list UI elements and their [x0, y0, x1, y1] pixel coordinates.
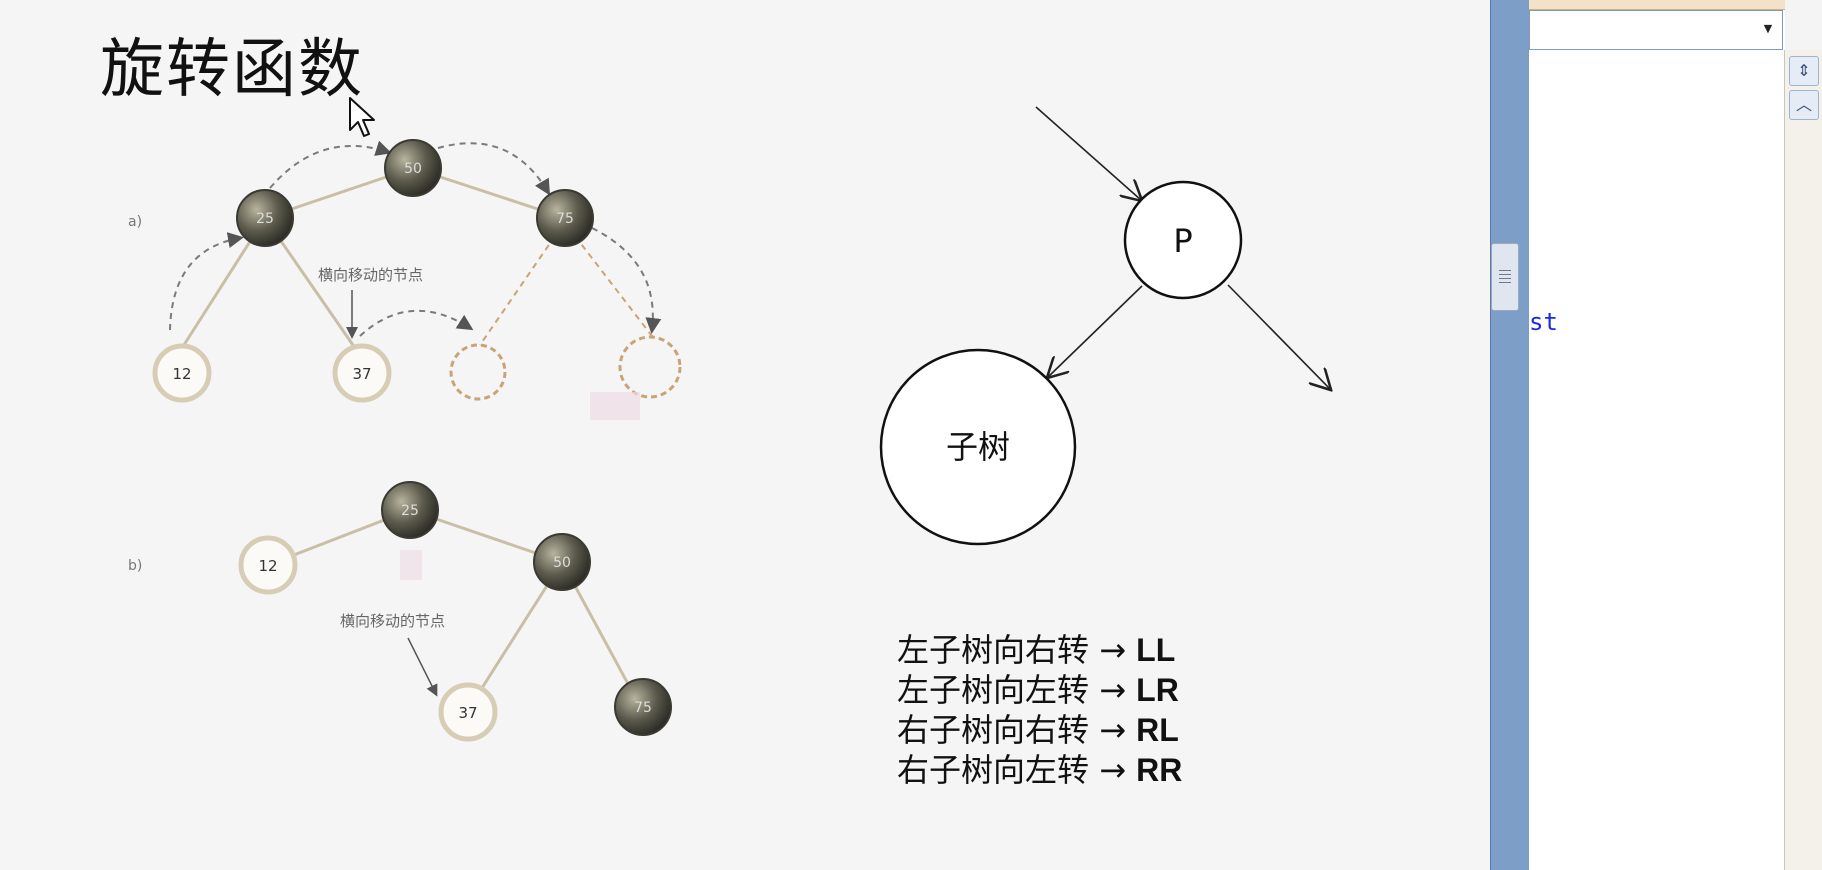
arrow-right-icon: → — [1099, 631, 1137, 669]
subtree-node: 子树 — [879, 348, 1077, 546]
svg-text:37: 37 — [458, 704, 477, 722]
rule-code: RL — [1136, 712, 1179, 748]
rule-rl: 右子树向右转 → RL — [897, 710, 1182, 750]
figure-a-node-12: 12 — [152, 343, 212, 403]
arrow-right-icon: → — [1099, 751, 1137, 789]
rotation-illustration: a) 横向移动的节点 50 — [128, 139, 682, 742]
right-child-edge — [1227, 284, 1330, 389]
editor-vertical-scrollbar[interactable]: ⇕ ︿ — [1784, 50, 1822, 870]
rule-lr: 左子树向左转 → LR — [897, 670, 1182, 710]
svg-text:75: 75 — [634, 700, 652, 716]
window-frame — [1490, 0, 1529, 870]
figure-b-node-25: 25 — [381, 481, 439, 539]
figure-a-node-25: 25 — [236, 189, 294, 247]
svg-text:50: 50 — [553, 555, 571, 571]
panel-label-b: b) — [128, 558, 142, 574]
editor-topbar — [1529, 0, 1785, 10]
figure-a-ghost-node-right — [618, 335, 682, 399]
code-editor-pane: ▼ st — [1528, 0, 1785, 870]
figure-b-node-12: 12 — [238, 535, 298, 595]
rule-rr: 右子树向左转 → RR — [897, 750, 1182, 790]
figure-a-rotation-arcs — [169, 140, 662, 337]
arrow-right-icon: → — [1099, 671, 1137, 709]
rule-code: LL — [1136, 632, 1176, 668]
figure-b-annotation-arrow — [407, 637, 438, 697]
svg-text:75: 75 — [556, 211, 574, 227]
figure-a-ghost-node-left — [449, 343, 507, 401]
editor-code-fragment[interactable]: st — [1529, 308, 1558, 336]
figure-a-artifact — [590, 392, 640, 420]
figure-b-node-50: 50 — [533, 533, 591, 591]
figure-b-node-75: 75 — [614, 678, 672, 736]
rule-text: 右子树向左转 — [897, 751, 1090, 789]
mouse-pointer-icon — [349, 97, 375, 137]
arrow-right-icon: → — [1099, 711, 1137, 749]
figure-b-annotation: 横向移动的节点 — [340, 612, 445, 630]
rule-ll: 左子树向右转 → LL — [897, 630, 1182, 670]
svg-text:12: 12 — [258, 557, 277, 575]
svg-text:25: 25 — [256, 211, 274, 227]
member-dropdown[interactable]: ▼ — [1529, 10, 1783, 50]
chevron-down-icon[interactable]: ▼ — [1763, 22, 1773, 35]
rule-text: 左子树向右转 — [897, 631, 1090, 669]
figure-a-ghost-edges — [479, 235, 656, 346]
figure-b-edges — [267, 508, 642, 711]
svg-text:25: 25 — [401, 503, 419, 519]
rule-code: RR — [1136, 752, 1183, 788]
figure-b-node-37: 37 — [438, 682, 498, 742]
panel-label-a: a) — [128, 214, 142, 230]
figure-a-annotation: 横向移动的节点 — [318, 266, 423, 284]
figure-a-node-50: 50 — [384, 139, 442, 197]
slide-title: 旋转函数 — [100, 33, 364, 107]
rule-text: 左子树向左转 — [897, 671, 1090, 709]
rotation-rules-list: 左子树向右转 → LL 左子树向左转 → LR 右子树向右转 → RL 右子树向… — [897, 630, 1182, 790]
figure-b-artifact — [400, 550, 422, 580]
svg-text:37: 37 — [352, 365, 371, 383]
figure-a-edges — [180, 166, 566, 349]
rule-code: LR — [1136, 672, 1179, 708]
figure-a-node-37: 37 — [332, 343, 392, 403]
incoming-edge — [1035, 106, 1141, 200]
svg-text:P: P — [1173, 222, 1192, 260]
rotation-diagram: P 子树 — [879, 106, 1360, 546]
svg-text:50: 50 — [404, 161, 422, 177]
figure-a-node-75: 75 — [536, 189, 594, 247]
split-view-icon[interactable]: ⇕ — [1789, 56, 1819, 86]
svg-text:子树: 子树 — [946, 428, 1010, 466]
left-child-edge — [1048, 285, 1143, 377]
node-p: P — [1123, 180, 1243, 300]
svg-text:12: 12 — [172, 365, 191, 383]
rule-text: 右子树向右转 — [897, 711, 1090, 749]
splitter-handle[interactable] — [1491, 243, 1519, 311]
slide-canvas: 旋转函数 a) — [100, 33, 1360, 790]
chevron-up-icon[interactable]: ︿ — [1789, 90, 1819, 120]
